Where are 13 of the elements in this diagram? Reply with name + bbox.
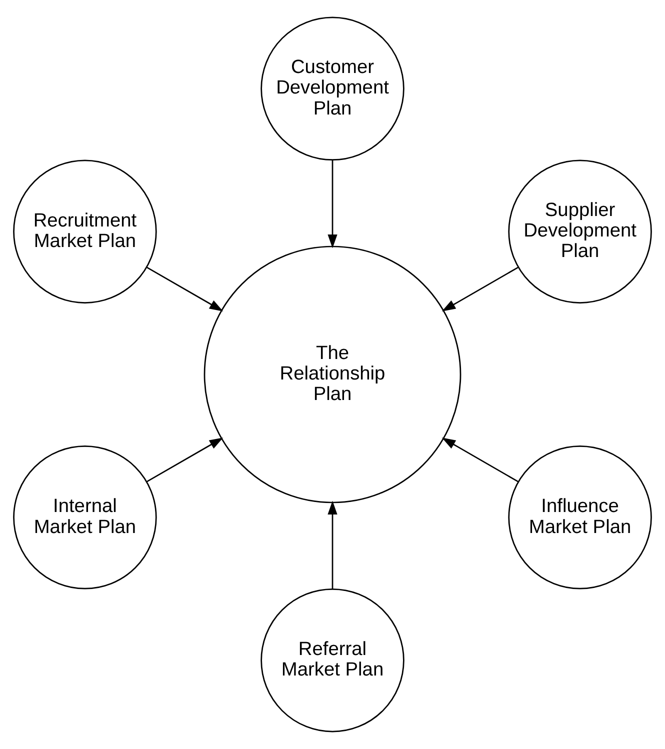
node-circle: Recruitment Market Plan [13, 160, 157, 304]
node-circle: Supplier Development Plan [508, 160, 652, 304]
node-circle: The Relationship Plan [204, 246, 462, 504]
node-circle: Influence Market Plan [508, 446, 652, 590]
node-circle: Customer Development Plan [260, 16, 404, 161]
arrow [328, 500, 338, 589]
arrow [146, 266, 224, 312]
arrow [442, 266, 519, 312]
arrow [146, 438, 224, 482]
arrow [442, 438, 519, 482]
node-circle: Internal Market Plan [13, 446, 157, 590]
node-circle: Referral Market Plan [260, 588, 404, 732]
arrow [328, 160, 338, 248]
